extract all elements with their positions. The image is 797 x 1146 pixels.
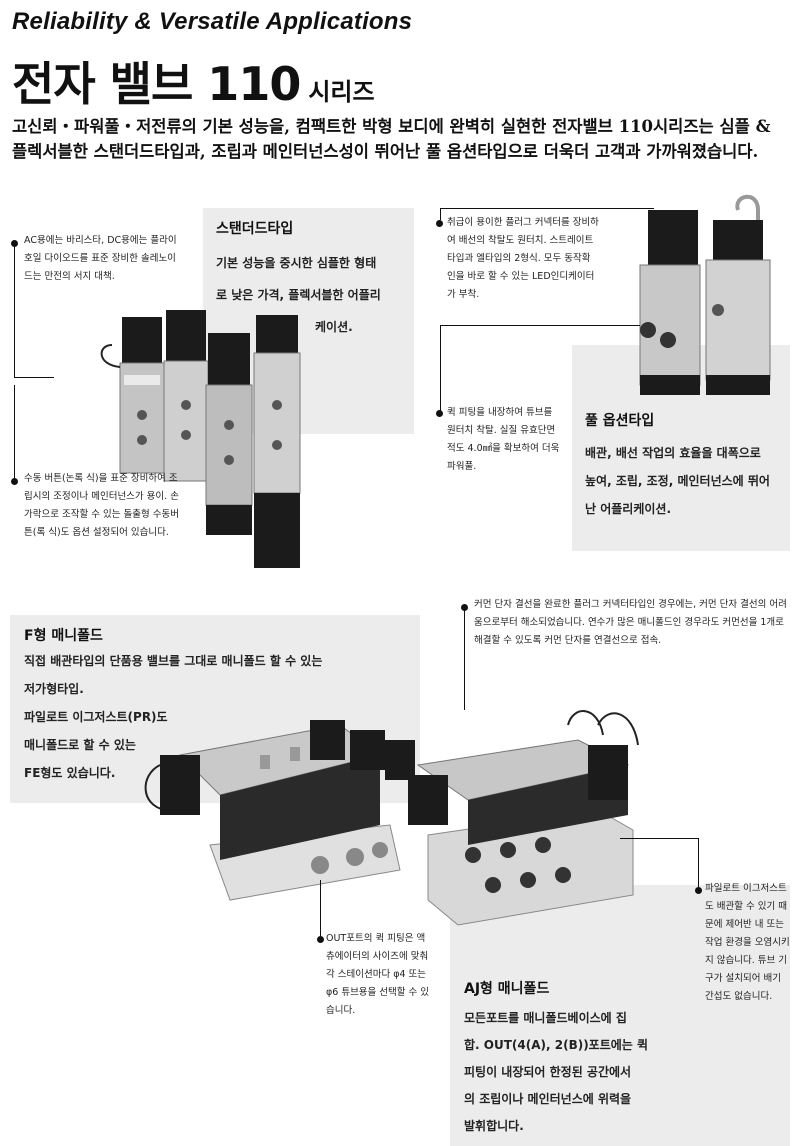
full-option-line-3: 난 어플리케이션.	[585, 502, 672, 516]
leader-surge-note-h	[14, 377, 54, 378]
note-plug-connector: 취급이 용이한 플러그 커넥터를 장비하여 배선의 착탈도 원터치. 스트레이트…	[447, 217, 599, 300]
standard-type-line-3: 케이션.	[315, 320, 353, 334]
leader-common-terminal-note	[464, 610, 465, 710]
f-manifold-line-4: 매니폴드로 할 수 있는	[24, 738, 136, 752]
bullet-surge-note	[11, 240, 18, 247]
f-manifold-illustration	[144, 720, 415, 901]
f-manifold-line-3: 파일로트 이그저스트(PR)도	[24, 710, 168, 724]
standard-type-line-2: 로 낮은 가격, 플렉서블한 어플리	[216, 288, 381, 302]
leader-out-port-note	[320, 880, 321, 936]
standard-type-title: 스탠더드타입	[216, 221, 294, 237]
aj-manifold-line-3: 피팅이 내장되어 한정된 공간에서	[464, 1065, 632, 1079]
full-option-line-2: 높여, 조립, 조정, 메인터넌스에 뛰어	[585, 474, 770, 488]
bullet-pilot-exhaust-note	[695, 887, 702, 894]
f-manifold-line-1: 직접 배관타입의 단품용 밸브를 그대로 매니폴드 할 수 있는	[24, 654, 323, 668]
bullet-out-port-note	[317, 936, 324, 943]
note-out-port: OUT포트의 퀵 피팅은 액츄에이터의 사이즈에 맞춰 각 스테이션마다 φ4 …	[326, 933, 430, 1016]
f-manifold-title: F형 매니폴드	[24, 628, 103, 644]
note-pilot-exhaust: 파일로트 이그저스트도 배관할 수 있기 때문에 제어반 내 또는 작업 환경을…	[705, 883, 790, 1002]
leader-fitting-note-h	[440, 325, 640, 326]
leader-pilot-exhaust-note	[698, 838, 699, 888]
bullet-connector-note	[436, 220, 443, 227]
note-surge: AC용에는 바리스타, DC용에는 플라이 호일 다이오드를 표준 장비한 솔레…	[24, 235, 177, 282]
f-manifold-line-5: FE형도 있습니다.	[24, 766, 116, 780]
aj-manifold-line-5: 발휘합니다.	[464, 1119, 524, 1133]
tagline: Reliability & Versatile Applications	[12, 8, 413, 35]
aj-manifold-title: AJ형 매니폴드	[464, 981, 550, 997]
aj-manifold-line-4: 의 조립이나 메인터넌스에 위력을	[464, 1092, 632, 1106]
intro-paragraph: 고신뢰・파워풀・저전류의 기본 성능을, 컴팩트한 박형 보디에 완벽히 실현한…	[12, 117, 771, 161]
full-option-valve-illustration	[639, 194, 771, 395]
aj-manifold-line-1: 모든포트를 매니폴드베이스에 집	[464, 1011, 627, 1025]
full-option-line-1: 배관, 배선 작업의 효율을 대폭으로	[585, 446, 761, 460]
page-title-main: 전자 밸브 110	[12, 57, 301, 111]
bullet-fitting-note	[436, 410, 443, 417]
leader-connector-note	[440, 208, 654, 209]
bullet-manual-button-note	[11, 478, 18, 485]
leader-surge-note	[14, 247, 15, 377]
leader-manual-button-note	[14, 385, 15, 478]
aj-manifold-illustration	[408, 710, 639, 926]
aj-manifold-box-ext	[450, 885, 690, 1146]
standard-valve-illustration	[100, 310, 301, 568]
leader-fitting-note	[440, 325, 441, 411]
note-manual-button: 수동 버튼(논록 식)을 표준 장비하여 조립시의 조정이나 메인터넌스가 용이…	[24, 473, 179, 538]
note-common-terminal: 커먼 단자 결선을 완료한 플러그 커넥터타입인 경우에는, 커먼 단자 결선의…	[474, 599, 787, 646]
aj-manifold-line-2: 합. OUT(4(A), 2(B))포트에는 퀵	[464, 1038, 649, 1052]
standard-type-line-1: 기본 성능을 중시한 심플한 형태	[216, 256, 377, 270]
bullet-common-terminal-note	[461, 604, 468, 611]
page-title-suffix: 시리즈	[308, 78, 375, 106]
note-quick-fitting: 퀵 피팅을 내장하여 튜브를 원터치 착탈. 실질 유효단면적도 4.0㎟을 확…	[447, 407, 560, 472]
leader-pilot-exhaust-note-h	[620, 838, 698, 839]
f-manifold-line-2: 저가형타입.	[24, 682, 84, 696]
leader-connector-note-v	[440, 208, 441, 220]
full-option-title: 풀 옵션타입	[585, 413, 655, 429]
